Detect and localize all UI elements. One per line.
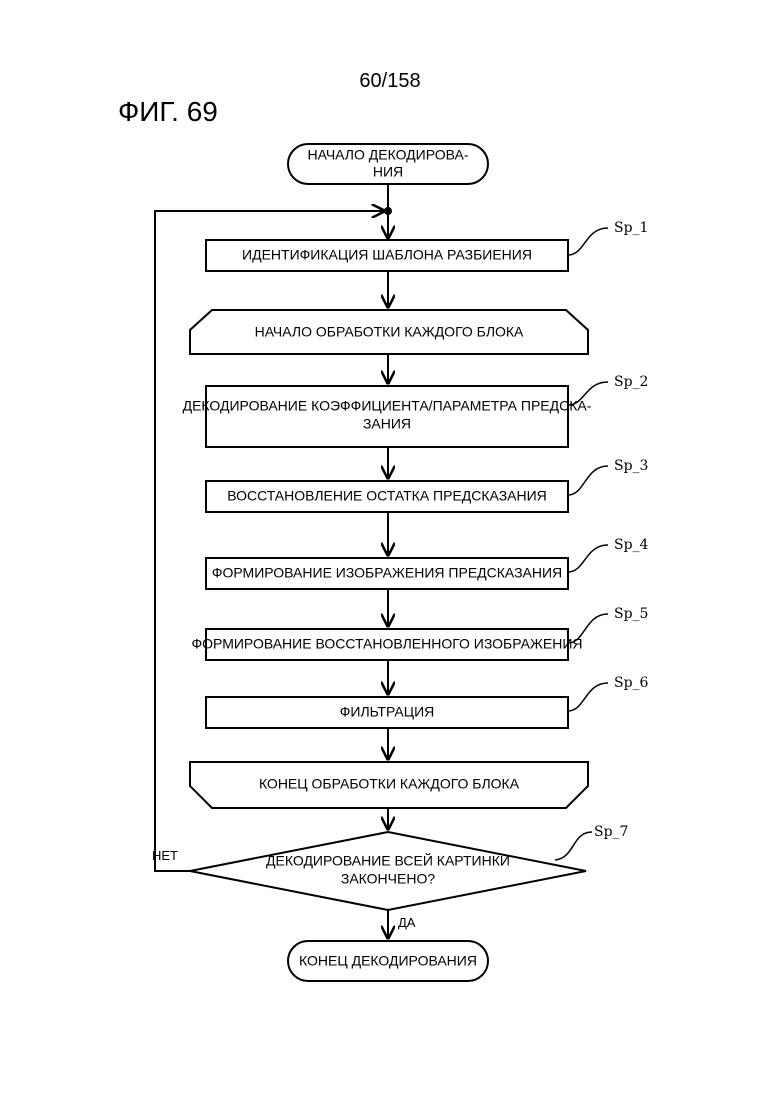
ref-sp5: Sp_5	[614, 606, 648, 622]
step-box-sp1: ИДЕНТИФИКАЦИЯ ШАБЛОНА РАЗБИЕНИЯ	[206, 240, 568, 271]
start-text-line2: НИЯ	[373, 164, 403, 180]
leader-sp3	[568, 466, 608, 495]
step1-text: ИДЕНТИФИКАЦИЯ ШАБЛОНА РАЗБИЕНИЯ	[242, 247, 532, 263]
step-box-sp5: ФОРМИРОВАНИЕ ВОССТАНОВЛЕННОГО ИЗОБРАЖЕНИ…	[191, 629, 582, 660]
ref-sp3: Sp_3	[614, 458, 648, 474]
ref-sp7: Sp_7	[594, 824, 628, 840]
step-box-sp2: ДЕКОДИРОВАНИЕ КОЭФФИЦИЕНТА/ПАРАМЕТРА ПРЕ…	[183, 386, 592, 447]
step-box-sp3: ВОССТАНОВЛЕНИЕ ОСТАТКА ПРЕДСКАЗАНИЯ	[206, 481, 568, 512]
ref-sp4: Sp_4	[614, 537, 649, 553]
start-terminator: НАЧАЛО ДЕКОДИРОВА- НИЯ	[288, 144, 488, 184]
step-box-sp6: ФИЛЬТРАЦИЯ	[206, 697, 568, 728]
loop-begin: НАЧАЛО ОБРАБОТКИ КАЖДОГО БЛОКА	[190, 310, 588, 354]
decision-diamond: ДЕКОДИРОВАНИЕ ВСЕЙ КАРТИНКИ ЗАКОНЧЕНО?	[190, 832, 586, 910]
ref-sp6: Sp_6	[614, 675, 649, 691]
loop-end: КОНЕЦ ОБРАБОТКИ КАЖДОГО БЛОКА	[190, 762, 588, 808]
step4-text: ФОРМИРОВАНИЕ ИЗОБРАЖЕНИЯ ПРЕДСКАЗАНИЯ	[212, 565, 562, 581]
leader-sp1	[568, 228, 608, 255]
step3-text: ВОССТАНОВЛЕНИЕ ОСТАТКА ПРЕДСКАЗАНИЯ	[227, 488, 547, 504]
loop-end-text: КОНЕЦ ОБРАБОТКИ КАЖДОГО БЛОКА	[259, 776, 520, 792]
end-text: КОНЕЦ ДЕКОДИРОВАНИЯ	[299, 953, 477, 969]
step2-text-line2: ЗАНИЯ	[363, 416, 411, 432]
ref-sp1: Sp_1	[614, 220, 648, 236]
decision-text-line1: ДЕКОДИРОВАНИЕ ВСЕЙ КАРТИНКИ	[266, 852, 510, 869]
yes-label: ДА	[398, 915, 416, 930]
end-terminator: КОНЕЦ ДЕКОДИРОВАНИЯ	[288, 941, 488, 981]
step6-text: ФИЛЬТРАЦИЯ	[340, 704, 435, 720]
ref-sp2: Sp_2	[614, 374, 648, 390]
leader-sp4	[568, 545, 608, 572]
leader-sp7	[555, 832, 592, 860]
step5-text: ФОРМИРОВАНИЕ ВОССТАНОВЛЕННОГО ИЗОБРАЖЕНИ…	[191, 636, 582, 652]
step-box-sp4: ФОРМИРОВАНИЕ ИЗОБРАЖЕНИЯ ПРЕДСКАЗАНИЯ	[206, 558, 568, 589]
decision-text-line2: ЗАКОНЧЕНО?	[341, 871, 435, 887]
step2-text-line1: ДЕКОДИРОВАНИЕ КОЭФФИЦИЕНТА/ПАРАМЕТРА ПРЕ…	[183, 398, 592, 414]
leader-sp6	[568, 683, 608, 711]
loop-begin-text: НАЧАЛО ОБРАБОТКИ КАЖДОГО БЛОКА	[255, 324, 524, 340]
start-text-line1: НАЧАЛО ДЕКОДИРОВА-	[307, 147, 468, 163]
